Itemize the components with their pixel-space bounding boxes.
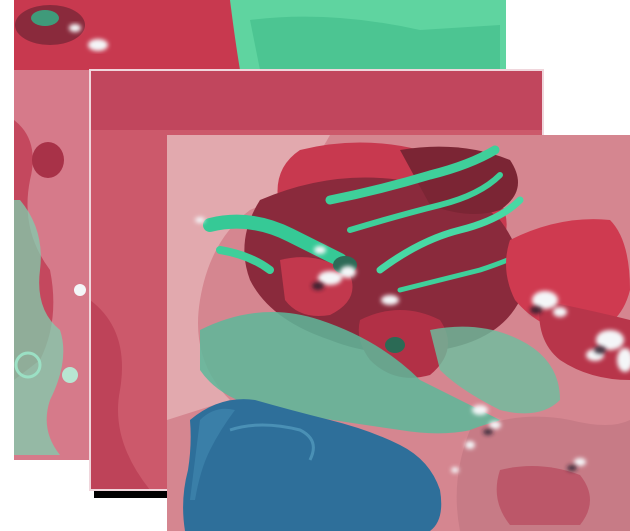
front-scene-clouds [195,217,630,473]
front-scene [167,135,630,531]
front-scene-cloud-shadows [312,282,606,471]
back-scene-clouds [69,24,108,51]
